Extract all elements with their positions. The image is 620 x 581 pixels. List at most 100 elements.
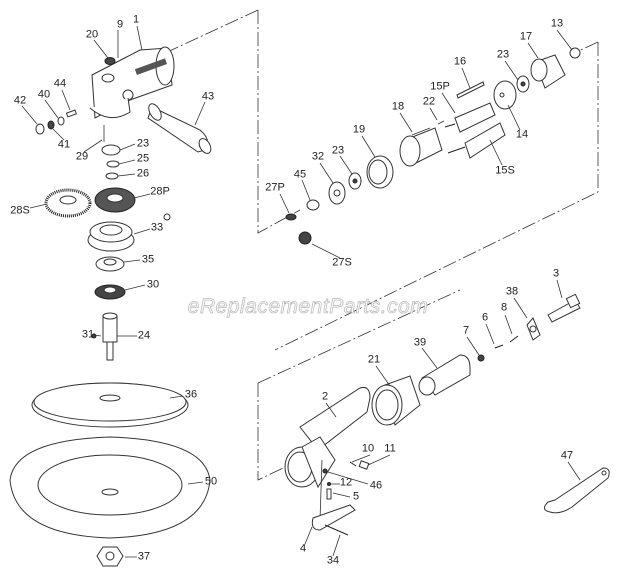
part-35-bearing	[95, 256, 125, 272]
part-44	[65, 109, 77, 118]
part-label-34: 34	[326, 554, 340, 567]
part-label-44: 44	[53, 77, 67, 90]
part-23-bearing	[101, 144, 121, 156]
part-label-26: 26	[136, 167, 150, 180]
part-8-spring	[509, 335, 519, 343]
part-28P-gear	[94, 187, 136, 213]
part-label-15S: 15S	[495, 164, 515, 177]
part-label-27S: 27S	[332, 256, 352, 269]
part-40	[57, 116, 65, 126]
part-47-wrench	[544, 467, 610, 514]
part-36-backing-pad	[31, 382, 189, 428]
part-4-throttle-lever	[311, 504, 356, 531]
part-34-pin	[324, 524, 349, 536]
part-41	[47, 120, 55, 130]
part-3-inlet-bushing	[547, 293, 581, 323]
part-15S-rotor	[447, 122, 506, 159]
part-label-37: 37	[137, 550, 151, 563]
part-label-16: 16	[453, 55, 467, 68]
part-label-13: 13	[550, 17, 564, 30]
part-50-bonnet	[9, 436, 211, 539]
part-label-23: 23	[496, 48, 510, 61]
part-28S-gear	[44, 188, 92, 218]
part-label-14: 14	[515, 128, 529, 141]
part-label-21: 21	[367, 353, 381, 366]
part-label-23: 23	[331, 144, 345, 157]
part-13-ring	[569, 47, 581, 59]
part-label-31: 31	[81, 328, 95, 341]
part-30-nut	[94, 284, 126, 300]
part-label-35: 35	[141, 253, 155, 266]
part-label-15P: 15P	[430, 80, 450, 93]
part-label-32: 32	[311, 150, 325, 163]
part-label-11: 11	[384, 442, 396, 455]
part-label-29: 29	[75, 150, 89, 163]
part-label-43: 43	[201, 90, 215, 103]
part-15P-rotor	[444, 102, 496, 133]
part-label-40: 40	[37, 88, 51, 101]
part-24-spindle	[102, 312, 118, 361]
part-label-46: 46	[369, 479, 383, 492]
leader-lines	[21, 25, 581, 558]
part-33-bearing-housing	[87, 213, 171, 252]
part-label-42: 42	[13, 94, 27, 107]
part-39-exhaust-deflector	[418, 354, 471, 396]
part-label-1: 1	[132, 13, 140, 26]
part-12	[327, 482, 331, 486]
part-label-50: 50	[204, 475, 218, 488]
part-label-12: 12	[339, 476, 353, 489]
part-45	[306, 199, 320, 211]
part-label-2: 2	[321, 390, 329, 403]
part-43-side-handle	[147, 103, 212, 154]
part-23-bearing-rear	[516, 75, 530, 93]
part-2-handle-housing	[284, 387, 371, 521]
part-label-36: 36	[184, 388, 198, 401]
part-10-spring	[349, 461, 357, 467]
part-label-41: 41	[57, 138, 71, 151]
part-11-valve	[358, 460, 370, 470]
part-20	[104, 57, 116, 65]
part-label-47: 47	[560, 449, 574, 462]
part-label-22: 22	[422, 95, 436, 108]
part-14-end-plate	[493, 80, 517, 110]
part-label-38: 38	[505, 285, 519, 298]
part-label-17: 17	[519, 30, 533, 43]
part-label-28P: 28P	[150, 185, 170, 198]
part-27S	[298, 231, 312, 245]
part-label-28S: 28S	[10, 204, 30, 217]
part-label-5: 5	[352, 490, 360, 503]
part-label-27P: 27P	[265, 181, 285, 194]
part-19-ring	[366, 155, 394, 189]
part-6	[494, 344, 504, 349]
part-16-blade	[456, 81, 485, 99]
part-label-20: 20	[85, 28, 99, 41]
part-37-nut	[96, 546, 124, 567]
part-22-pin	[437, 120, 445, 125]
part-38-gasket	[526, 317, 541, 341]
part-21-ring-nut	[371, 375, 421, 426]
part-label-7: 7	[462, 324, 470, 337]
part-label-3: 3	[552, 267, 560, 280]
part-label-24: 24	[137, 329, 151, 342]
part-label-23: 23	[136, 137, 150, 150]
part-5-pin	[326, 488, 332, 500]
part-27P	[285, 213, 297, 221]
part-25	[106, 160, 120, 168]
part-label-18: 18	[391, 100, 405, 113]
part-18-cylinder	[399, 127, 443, 167]
part-label-4: 4	[299, 542, 307, 555]
part-1-motor-housing	[89, 46, 175, 119]
part-label-45: 45	[293, 168, 307, 181]
part-32-bearing	[328, 181, 346, 205]
part-23-bearing	[348, 172, 362, 190]
part-label-19: 19	[352, 123, 366, 136]
part-label-6: 6	[481, 311, 489, 324]
part-label-30: 30	[146, 278, 160, 291]
part-label-8: 8	[500, 301, 508, 314]
part-label-10: 10	[361, 442, 375, 455]
part-label-39: 39	[413, 336, 427, 349]
part-17-sleeve	[530, 54, 566, 89]
part-26	[105, 172, 119, 180]
